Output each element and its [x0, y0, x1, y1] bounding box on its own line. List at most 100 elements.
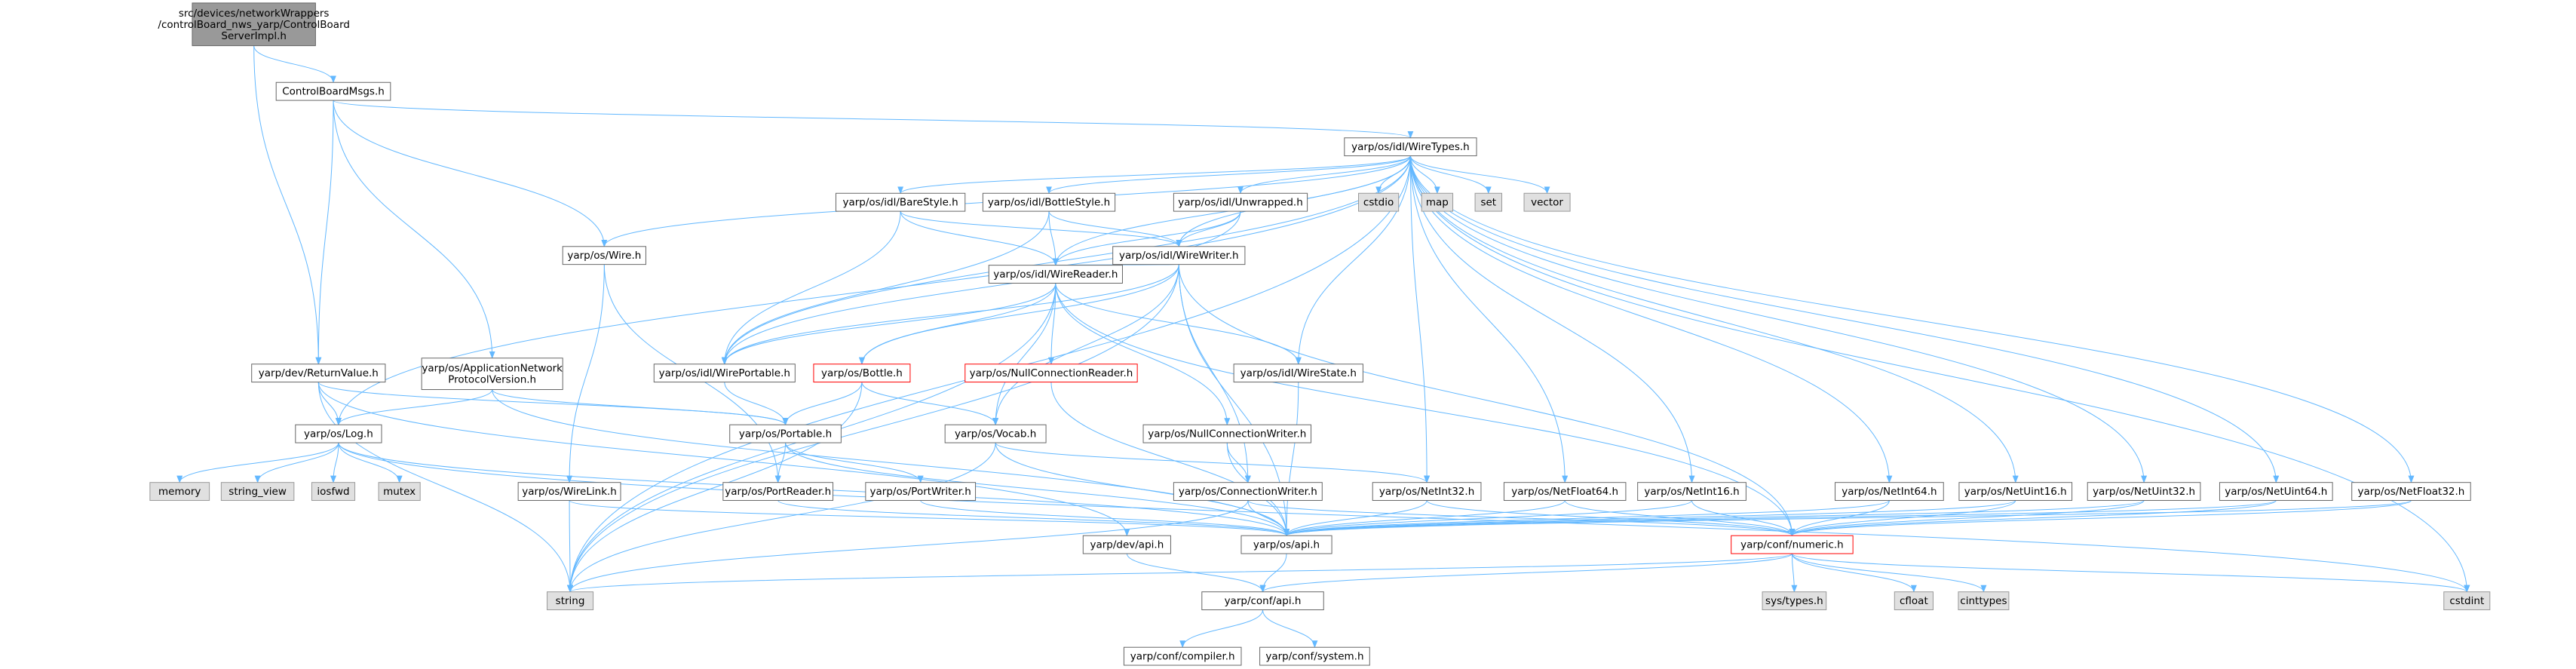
- node-unwrapped[interactable]: yarp/os/idl/Unwrapped.h: [1173, 192, 1308, 212]
- edge-wirereader-to-bottle: [858, 283, 1056, 365]
- node-label: mutex: [383, 486, 416, 498]
- node-barestyle[interactable]: yarp/os/idl/BareStyle.h: [835, 192, 966, 212]
- node-netfloat32[interactable]: yarp/os/NetFloat32.h: [2351, 482, 2471, 502]
- node-netuint64[interactable]: yarp/os/NetUint64.h: [2219, 482, 2333, 502]
- node-netfloat64[interactable]: yarp/os/NetFloat64.h: [1503, 482, 1627, 502]
- node-box: [1372, 482, 1482, 502]
- node-systypes: sys/types.h: [1762, 591, 1827, 611]
- node-portreader[interactable]: yarp/os/PortReader.h: [722, 482, 834, 502]
- edge-numeric-to-cstdint: [1791, 553, 2470, 593]
- node-iosfwd: iosfwd: [311, 482, 356, 502]
- node-numeric[interactable]: yarp/conf/numeric.h: [1731, 535, 1854, 554]
- node-box: [1082, 535, 1171, 554]
- node-cfloat: cfloat: [1894, 591, 1934, 611]
- node-system[interactable]: yarp/conf/system.h: [1259, 646, 1370, 666]
- node-label: string_view: [228, 486, 287, 498]
- nodes-layer: src/devices/networkWrappers/controlBoard…: [149, 2, 2491, 666]
- node-label: yarp/os/NetInt32.h: [1379, 486, 1474, 498]
- edge-netuint32-to-osapi: [1283, 500, 2145, 537]
- node-label: ControlBoardMsgs.h: [282, 86, 385, 98]
- edge-wirereader-to-wirestate: [1055, 283, 1302, 365]
- edge-bottle-to-string: [567, 382, 863, 593]
- node-wirelink[interactable]: yarp/os/WireLink.h: [517, 482, 621, 502]
- edge-confapi-to-system: [1262, 609, 1318, 649]
- node-wire[interactable]: yarp/os/Wire.h: [562, 246, 646, 265]
- edge-barestyle-to-wirewriter: [900, 210, 1182, 247]
- node-cbmsgs[interactable]: ControlBoardMsgs.h: [275, 81, 391, 101]
- edge-wiretypes-to-barestyle: [897, 155, 1411, 195]
- node-label: yarp/os/Wire.h: [567, 250, 641, 262]
- node-vocab[interactable]: yarp/os/Vocab.h: [944, 424, 1047, 443]
- node-compiler[interactable]: yarp/conf/compiler.h: [1123, 646, 1242, 666]
- node-box: [653, 364, 796, 383]
- node-netint32[interactable]: yarp/os/NetInt32.h: [1372, 482, 1482, 502]
- node-wiretypes[interactable]: yarp/os/idl/WireTypes.h: [1344, 137, 1477, 157]
- edge-log-to-iosfwd: [330, 443, 339, 483]
- edge-wirewriter-to-numeric: [1178, 264, 1796, 537]
- node-netuint32[interactable]: yarp/os/NetUint32.h: [2087, 482, 2201, 502]
- node-appnetproto[interactable]: yarp/os/ApplicationNetworkProtocolVersio…: [421, 358, 563, 391]
- node-label: vector: [1531, 197, 1563, 209]
- node-label: yarp/conf/api.h: [1225, 595, 1302, 607]
- edge-netuint64-to-numeric: [1789, 500, 2277, 537]
- node-box: [1894, 591, 1934, 611]
- node-label: yarp/os/NetInt16.h: [1644, 486, 1739, 498]
- edge-netuint32-to-numeric: [1789, 500, 2145, 537]
- node-label: yarp/os/Bottle.h: [821, 367, 903, 379]
- node-nullconnwriter[interactable]: yarp/os/NullConnectionWriter.h: [1142, 424, 1312, 443]
- node-label: yarp/os/PortWriter.h: [870, 486, 971, 498]
- node-devapi[interactable]: yarp/dev/api.h: [1082, 535, 1171, 554]
- node-netint16[interactable]: yarp/os/NetInt16.h: [1637, 482, 1746, 502]
- node-nullconnreader[interactable]: yarp/os/NullConnectionReader.h: [964, 364, 1138, 383]
- edge-cbmsgs-to-returnvalue: [315, 100, 334, 365]
- node-box: [1474, 192, 1503, 212]
- edge-netint32-to-numeric: [1426, 500, 1796, 537]
- node-portable[interactable]: yarp/os/Portable.h: [729, 424, 842, 443]
- node-label: yarp/os/NullConnectionWriter.h: [1148, 428, 1306, 440]
- node-log[interactable]: yarp/os/Log.h: [295, 424, 382, 443]
- node-netint64[interactable]: yarp/os/NetInt64.h: [1835, 482, 1944, 502]
- edge-wiretypes-to-set: [1409, 155, 1492, 195]
- node-mutex: mutex: [378, 482, 421, 502]
- node-portwriter[interactable]: yarp/os/PortWriter.h: [865, 482, 977, 502]
- edge-wiretypes-to-bottlestyle: [1046, 155, 1411, 195]
- node-root[interactable]: src/devices/networkWrappers/controlBoard…: [158, 2, 350, 47]
- node-wirewriter[interactable]: yarp/os/idl/WireWriter.h: [1112, 246, 1246, 265]
- edge-wiretypes-to-netuint16: [1409, 155, 2019, 483]
- node-osapi[interactable]: yarp/os/api.h: [1240, 535, 1332, 554]
- edge-barestyle-to-wireportable: [721, 211, 901, 365]
- node-confapi[interactable]: yarp/conf/api.h: [1201, 591, 1324, 611]
- node-box: [1259, 646, 1370, 666]
- node-label: yarp/os/idl/BareStyle.h: [842, 197, 958, 209]
- node-wirereader[interactable]: yarp/os/idl/WireReader.h: [988, 265, 1123, 284]
- node-bottlestyle[interactable]: yarp/os/idl/BottleStyle.h: [982, 192, 1116, 212]
- node-wirestate[interactable]: yarp/os/idl/WireState.h: [1233, 364, 1363, 383]
- node-label: set: [1480, 197, 1496, 209]
- node-label: yarp/os/NetFloat64.h: [1511, 486, 1618, 498]
- edge-vocab-to-osapi: [995, 443, 1290, 537]
- edge-bottle-to-portable: [782, 382, 863, 426]
- node-box: [517, 482, 621, 502]
- node-box: [1731, 535, 1854, 554]
- node-cstdio: cstdio: [1358, 192, 1400, 212]
- node-box: [944, 424, 1047, 443]
- node-label: src/devices/networkWrappers: [179, 8, 330, 20]
- node-label: yarp/conf/system.h: [1265, 651, 1363, 663]
- edge-wirelink-to-osapi: [569, 500, 1290, 537]
- node-label: yarp/os/idl/Unwrapped.h: [1178, 197, 1303, 209]
- node-label: yarp/os/Log.h: [304, 428, 373, 440]
- node-box: [421, 358, 563, 391]
- node-box: [813, 364, 911, 383]
- node-label: cfloat: [1900, 595, 1928, 607]
- node-bottle[interactable]: yarp/os/Bottle.h: [813, 364, 911, 383]
- node-label: yarp/os/idl/BottleStyle.h: [988, 197, 1110, 209]
- node-wireportable[interactable]: yarp/os/idl/WirePortable.h: [653, 364, 796, 383]
- edge-portwriter-to-osapi: [920, 500, 1290, 537]
- node-connwriter[interactable]: yarp/os/ConnectionWriter.h: [1173, 482, 1323, 502]
- node-returnvalue[interactable]: yarp/dev/ReturnValue.h: [251, 364, 386, 383]
- node-box: [1123, 646, 1242, 666]
- node-netuint16[interactable]: yarp/os/NetUint16.h: [1958, 482, 2073, 502]
- edge-numeric-to-systypes: [1791, 554, 1798, 593]
- node-box: [275, 81, 391, 101]
- edge-cbmsgs-to-appnetproto: [333, 100, 495, 359]
